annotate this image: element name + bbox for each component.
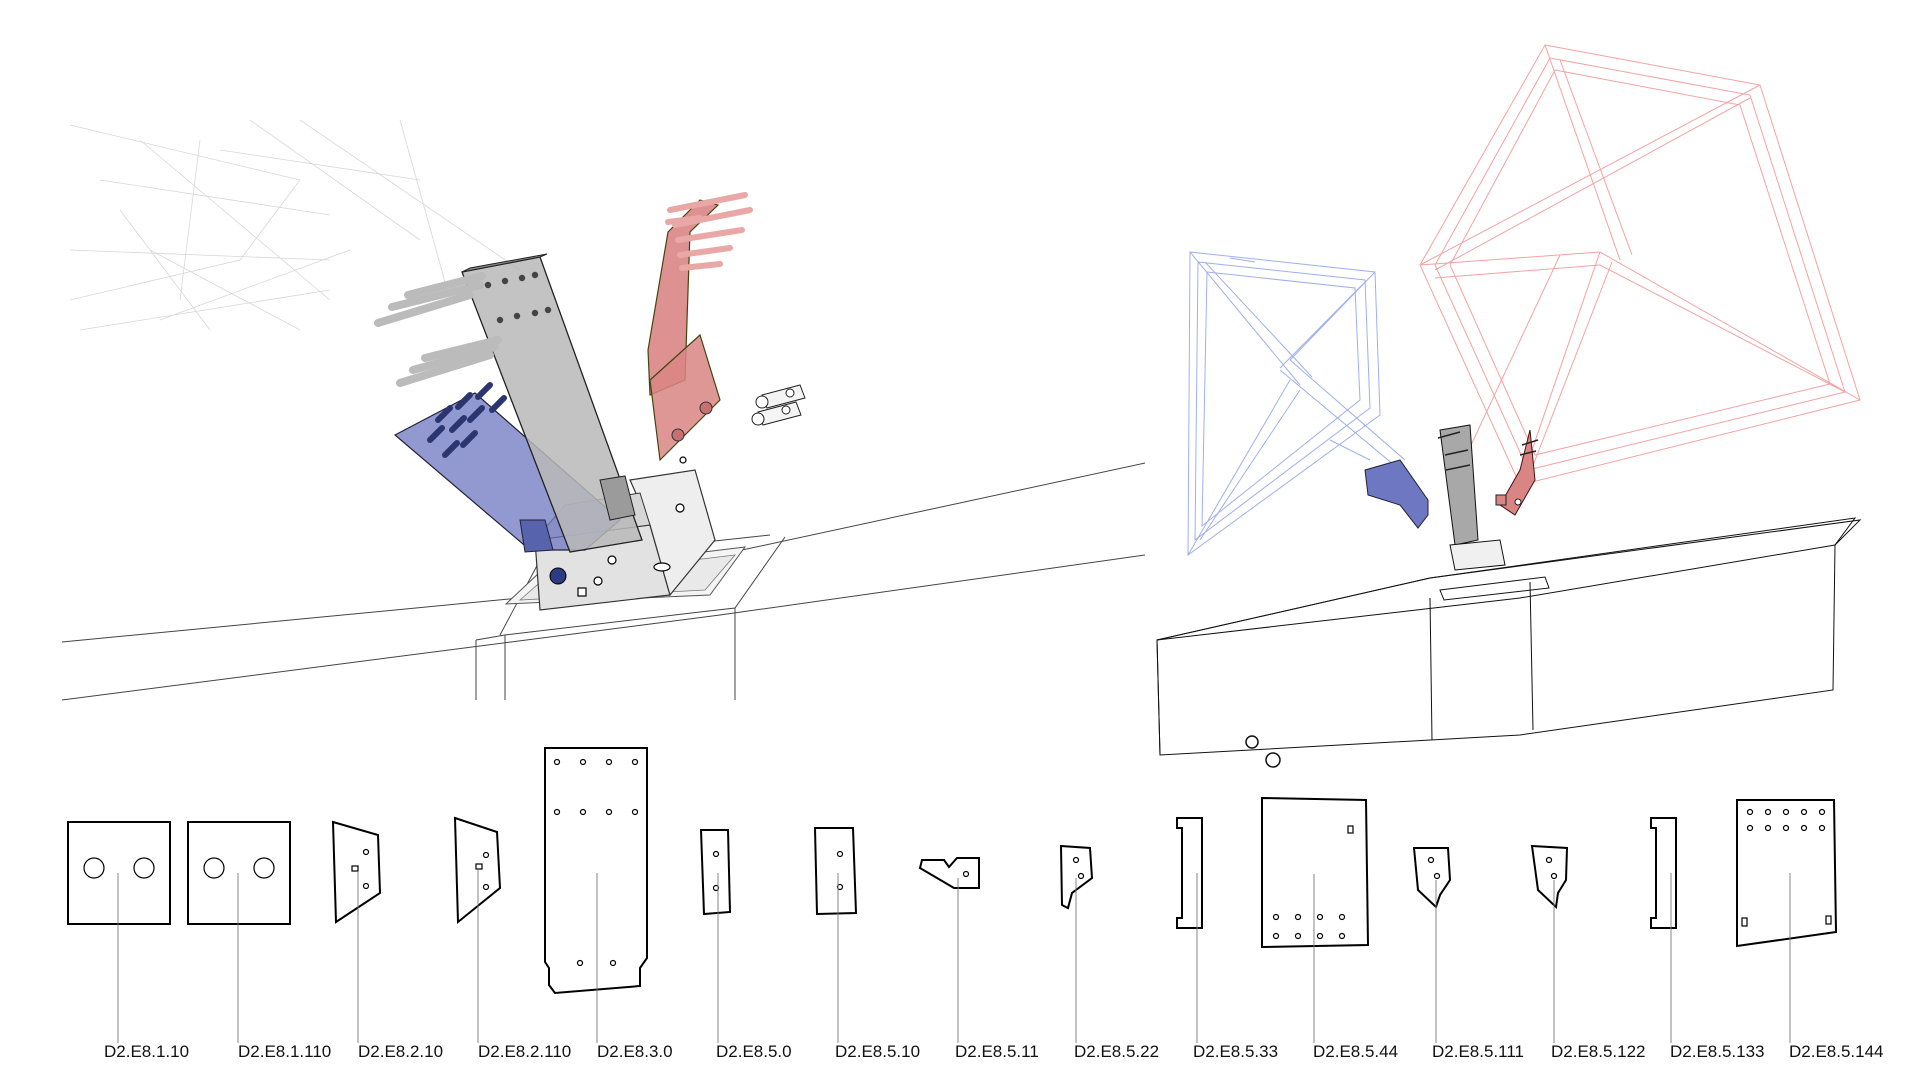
part-label: D2.E8.5.10: [835, 1042, 920, 1061]
part-label: D2.E8.5.11: [955, 1042, 1039, 1061]
part-label: D2.E8.1.110: [238, 1042, 331, 1061]
part-D2-E8-2-10[interactable]: [331, 820, 382, 1043]
part-label: D2.E8.5.133: [1670, 1042, 1765, 1061]
part-D2-E8-5-144[interactable]: [1736, 799, 1838, 1043]
parts-layout: D2.E8.1.10 D2.E8.1.110 D2.E8.2.10 D2.E8.…: [67, 747, 1884, 1061]
exploded-detail-view: [61, 119, 1146, 701]
part-label: D2.E8.1.10: [104, 1042, 189, 1061]
part-D2-E8-5-122[interactable]: [1530, 844, 1569, 1043]
overview-assembly-view: [1156, 44, 1862, 768]
blue-truss-frame: [1187, 251, 1406, 556]
part-label: D2.E8.2.110: [478, 1042, 571, 1061]
part-D2-E8-5-133[interactable]: [1650, 817, 1677, 1043]
grey-web-plate: [374, 253, 643, 553]
concrete-beam: [1156, 517, 1862, 768]
part-D2-E8-5-0[interactable]: [699, 829, 732, 1043]
part-label: D2.E8.5.33: [1193, 1042, 1278, 1061]
part-label: D2.E8.5.111: [1432, 1042, 1524, 1061]
part-label: D2.E8.5.22: [1074, 1042, 1159, 1061]
part-D2-E8-1-110[interactable]: [187, 821, 291, 1043]
part-D2-E8-5-33[interactable]: [1176, 817, 1203, 1043]
grey-plate-rods: [374, 272, 502, 387]
part-D2-E8-3-0[interactable]: [544, 747, 648, 1043]
part-D2-E8-5-11[interactable]: [918, 857, 980, 1043]
part-D2-E8-5-10[interactable]: [813, 827, 858, 1043]
red-flange-plate: [647, 192, 753, 464]
red-plate-rods: [665, 192, 753, 271]
part-label: D2.E8.5.0: [716, 1042, 792, 1061]
ghost-structure-lines: [69, 119, 521, 331]
part-D2-E8-5-44[interactable]: [1261, 796, 1370, 1043]
part-label: D2.E8.5.44: [1313, 1042, 1398, 1061]
part-D2-E8-5-22[interactable]: [1059, 844, 1094, 1043]
part-D2-E8-5-111[interactable]: [1412, 847, 1452, 1043]
blue-plate-pegs: [427, 382, 507, 458]
part-label: D2.E8.2.10: [358, 1042, 443, 1061]
bolt-set: [751, 384, 806, 426]
part-label: D2.E8.3.0: [597, 1042, 673, 1061]
part-D2-E8-2-110[interactable]: [453, 816, 502, 1043]
overview-connection: [1364, 424, 1539, 571]
part-label: D2.E8.5.122: [1551, 1042, 1646, 1061]
part-label: D2.E8.5.144: [1789, 1042, 1884, 1061]
red-truss-frame: [1419, 44, 1861, 491]
part-D2-E8-1-10[interactable]: [67, 821, 171, 1043]
